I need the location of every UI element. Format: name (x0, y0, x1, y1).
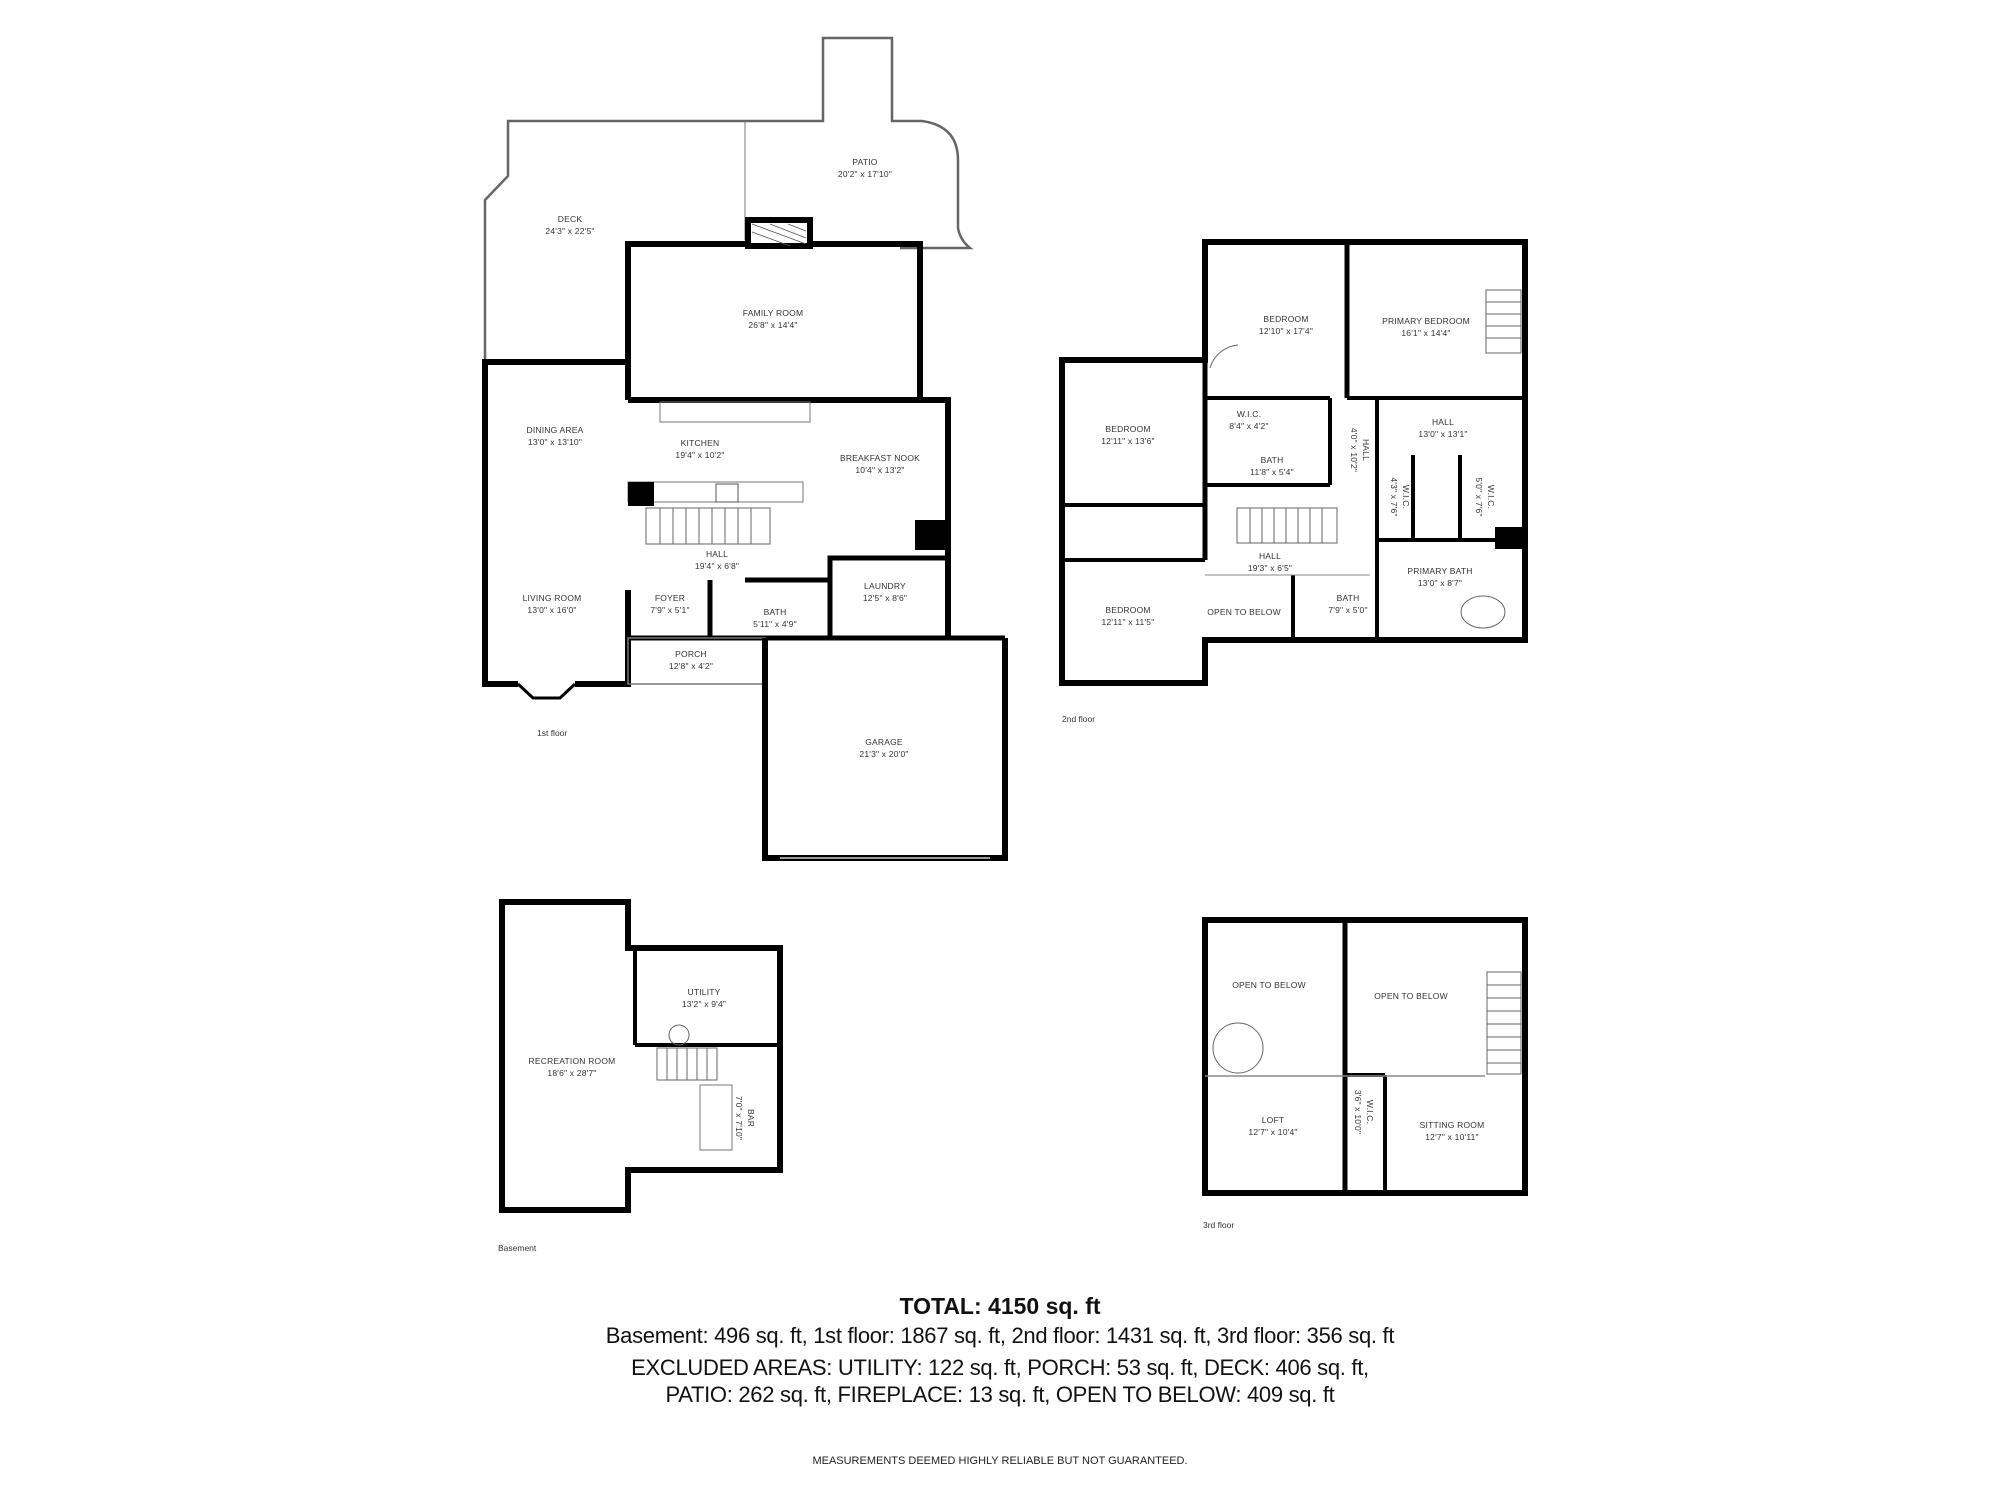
deck-outline (483, 119, 745, 360)
floor-areas-line: Basement: 496 sq. ft, 1st floor: 1867 sq… (605, 1323, 1395, 1348)
family-room-walls (625, 241, 923, 400)
basement-walls (499, 899, 783, 1213)
room-label-open-to-below-3rd-left: OPEN TO BELOW (1232, 980, 1306, 990)
first-floor-plan (482, 36, 1008, 861)
stove (715, 483, 739, 503)
excluded-areas-line-2: PATIO: 262 sq. ft, FIREPLACE: 13 sq. ft,… (665, 1382, 1335, 1407)
stairs-second-floor (1236, 289, 1522, 544)
stairs-first-floor (645, 507, 771, 545)
basement-plan (499, 899, 783, 1213)
disclaimer: MEASUREMENTS DEEMED HIGHLY RELIABLE BUT … (812, 1455, 1188, 1467)
room-label-wic-3rd: W.I.C.3'6" x 10'0" (1353, 1089, 1375, 1135)
spiral-stair (1209, 344, 1239, 369)
water-heater (668, 1024, 690, 1046)
room-label-wic-3: W.I.C.5'0" x 7'6" (1474, 477, 1496, 517)
foyer-bath-laundry-walls (628, 555, 1005, 641)
pillar-block (628, 482, 654, 506)
floor-label-3rd: 3rd floor (1203, 1220, 1235, 1230)
spiral-stair-3rd (1212, 1022, 1264, 1074)
third-floor-plan (1202, 917, 1528, 1196)
kitchen-counter (659, 401, 811, 423)
stairs-basement (656, 1047, 718, 1081)
third-floor-walls (1202, 917, 1528, 1196)
stairs-third-floor (1486, 971, 1522, 1075)
bar-counter (699, 1084, 733, 1151)
floor-label-1st: 1st floor (537, 728, 568, 738)
tub (1460, 595, 1506, 629)
second-floor-outer-walls (1059, 239, 1528, 686)
living-dining-walls (482, 359, 631, 687)
excluded-areas-line-1: EXCLUDED AREAS: UTILITY: 122 sq. ft, POR… (631, 1355, 1369, 1380)
room-label-open-to-below-2nd: OPEN TO BELOW (1207, 607, 1281, 617)
second-floor-plan (1059, 239, 1528, 686)
room-label-open-to-below-3rd-right: OPEN TO BELOW (1374, 991, 1448, 1001)
total-area: TOTAL: 4150 sq. ft (899, 1293, 1101, 1319)
room-label-wic-1: W.I.C.8'4" x 4'2" (1229, 409, 1269, 431)
fireplace (745, 217, 813, 249)
floor-label-basement: Basement (498, 1243, 537, 1253)
room-label-wic-2: W.I.C.4'3" x 7'6" (1389, 477, 1411, 517)
patio-outline (745, 36, 974, 250)
chimney-block (915, 520, 948, 550)
floor-label-2nd: 2nd floor (1062, 714, 1096, 724)
